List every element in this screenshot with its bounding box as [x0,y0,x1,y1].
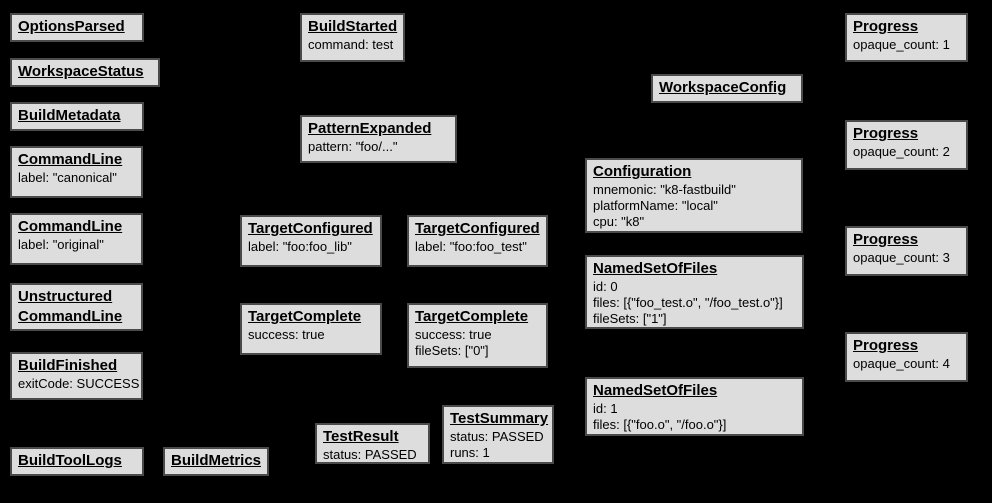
node-field: files: [{"foo.o", "/foo.o"}] [593,417,727,432]
node-targetcomplete: TargetComplete success: true [240,303,382,355]
node-title: TargetComplete [248,308,362,325]
node-progress: Progress opaque_count: 4 [845,332,968,382]
node-field: fileSets: ["0"] [415,343,489,358]
node-configuration: Configuration mnemonic: "k8-fastbuild"pla… [585,158,803,233]
node-title: OptionsParsed [18,18,125,35]
node-field: label: "original" [18,237,104,252]
node-title: NamedSetOfFiles [593,260,718,277]
node-targetconfigured: TargetConfigured label: "foo:foo_test" [407,215,548,267]
node-title: Progress [853,231,919,248]
node-field: mnemonic: "k8-fastbuild" [593,182,736,197]
node-field: label: "foo:foo_test" [415,239,527,254]
node-progress: Progress opaque_count: 3 [845,226,968,276]
node-workspacestatus: WorkspaceStatus [10,58,160,87]
node-title: BuildMetadata [18,107,121,124]
node-testresult: TestResult status: PASSED [315,423,430,464]
node-field: id: 0 [593,279,618,294]
node-title: Configuration [593,163,692,180]
node-field: platformName: "local" [593,198,718,213]
node-progress: Progress opaque_count: 2 [845,120,968,170]
node-title: WorkspaceConfig [659,79,787,96]
node-title: TestSummary [450,410,549,427]
node-field: status: PASSED [323,447,417,462]
node-field: label: "foo:foo_lib" [248,239,352,254]
node-buildmetadata: BuildMetadata [10,102,144,131]
node-field: command: test [308,37,394,52]
node-buildstarted: BuildStarted command: test [300,13,405,62]
node-field: id: 1 [593,401,618,416]
node-field: pattern: "foo/..." [308,139,398,154]
node-field: success: true [415,327,492,342]
node-commandline: CommandLine label: "canonical" [10,146,143,198]
node-field: runs: 1 [450,445,490,460]
node-field: exitCode: SUCCESS [18,376,140,391]
node-progress: Progress opaque_count: 1 [845,13,968,62]
node-title: Progress [853,337,919,354]
node-field: status: PASSED [450,429,544,444]
node-title: Progress [853,125,919,142]
node-title: TargetComplete [415,308,529,325]
node-field: label: "canonical" [18,170,117,185]
node-field: success: true [248,327,325,342]
node-field: opaque_count: 4 [853,356,950,371]
node-title: NamedSetOfFiles [593,382,718,399]
node-commandline: CommandLine label: "original" [10,213,143,265]
node-title: BuildStarted [308,18,398,35]
node-title: CommandLine [18,218,123,235]
node-title: Progress [853,18,919,35]
node-title: TargetConfigured [415,220,540,237]
node-patternexpanded: PatternExpanded pattern: "foo/..." [300,115,457,163]
node-field: files: [{"foo_test.o", "/foo_test.o"}] [593,295,783,310]
node-title: BuildFinished [18,357,118,374]
node-title: CommandLine [18,151,123,168]
node-field: cpu: "k8" [593,214,645,229]
node-title: WorkspaceStatus [18,63,144,80]
node-buildtoollogs: BuildToolLogs [10,447,144,476]
node-workspaceconfig: WorkspaceConfig [651,74,803,103]
node-unstructured-commandline: Unstructured CommandLine [10,283,143,331]
node-title: TestResult [323,428,399,445]
node-title: Unstructured CommandLine [18,288,123,325]
node-buildmetrics: BuildMetrics [163,447,269,476]
node-title: PatternExpanded [308,120,432,137]
node-title: TargetConfigured [248,220,373,237]
node-field: fileSets: ["1"] [593,311,667,326]
node-field: opaque_count: 2 [853,144,950,159]
node-buildfinished: BuildFinished exitCode: SUCCESS [10,352,143,400]
node-title: BuildToolLogs [18,452,122,469]
node-field: opaque_count: 1 [853,37,950,52]
node-optionsparsed: OptionsParsed [10,13,144,42]
node-field: opaque_count: 3 [853,250,950,265]
node-targetconfigured: TargetConfigured label: "foo:foo_lib" [240,215,382,267]
node-title: BuildMetrics [171,452,262,469]
